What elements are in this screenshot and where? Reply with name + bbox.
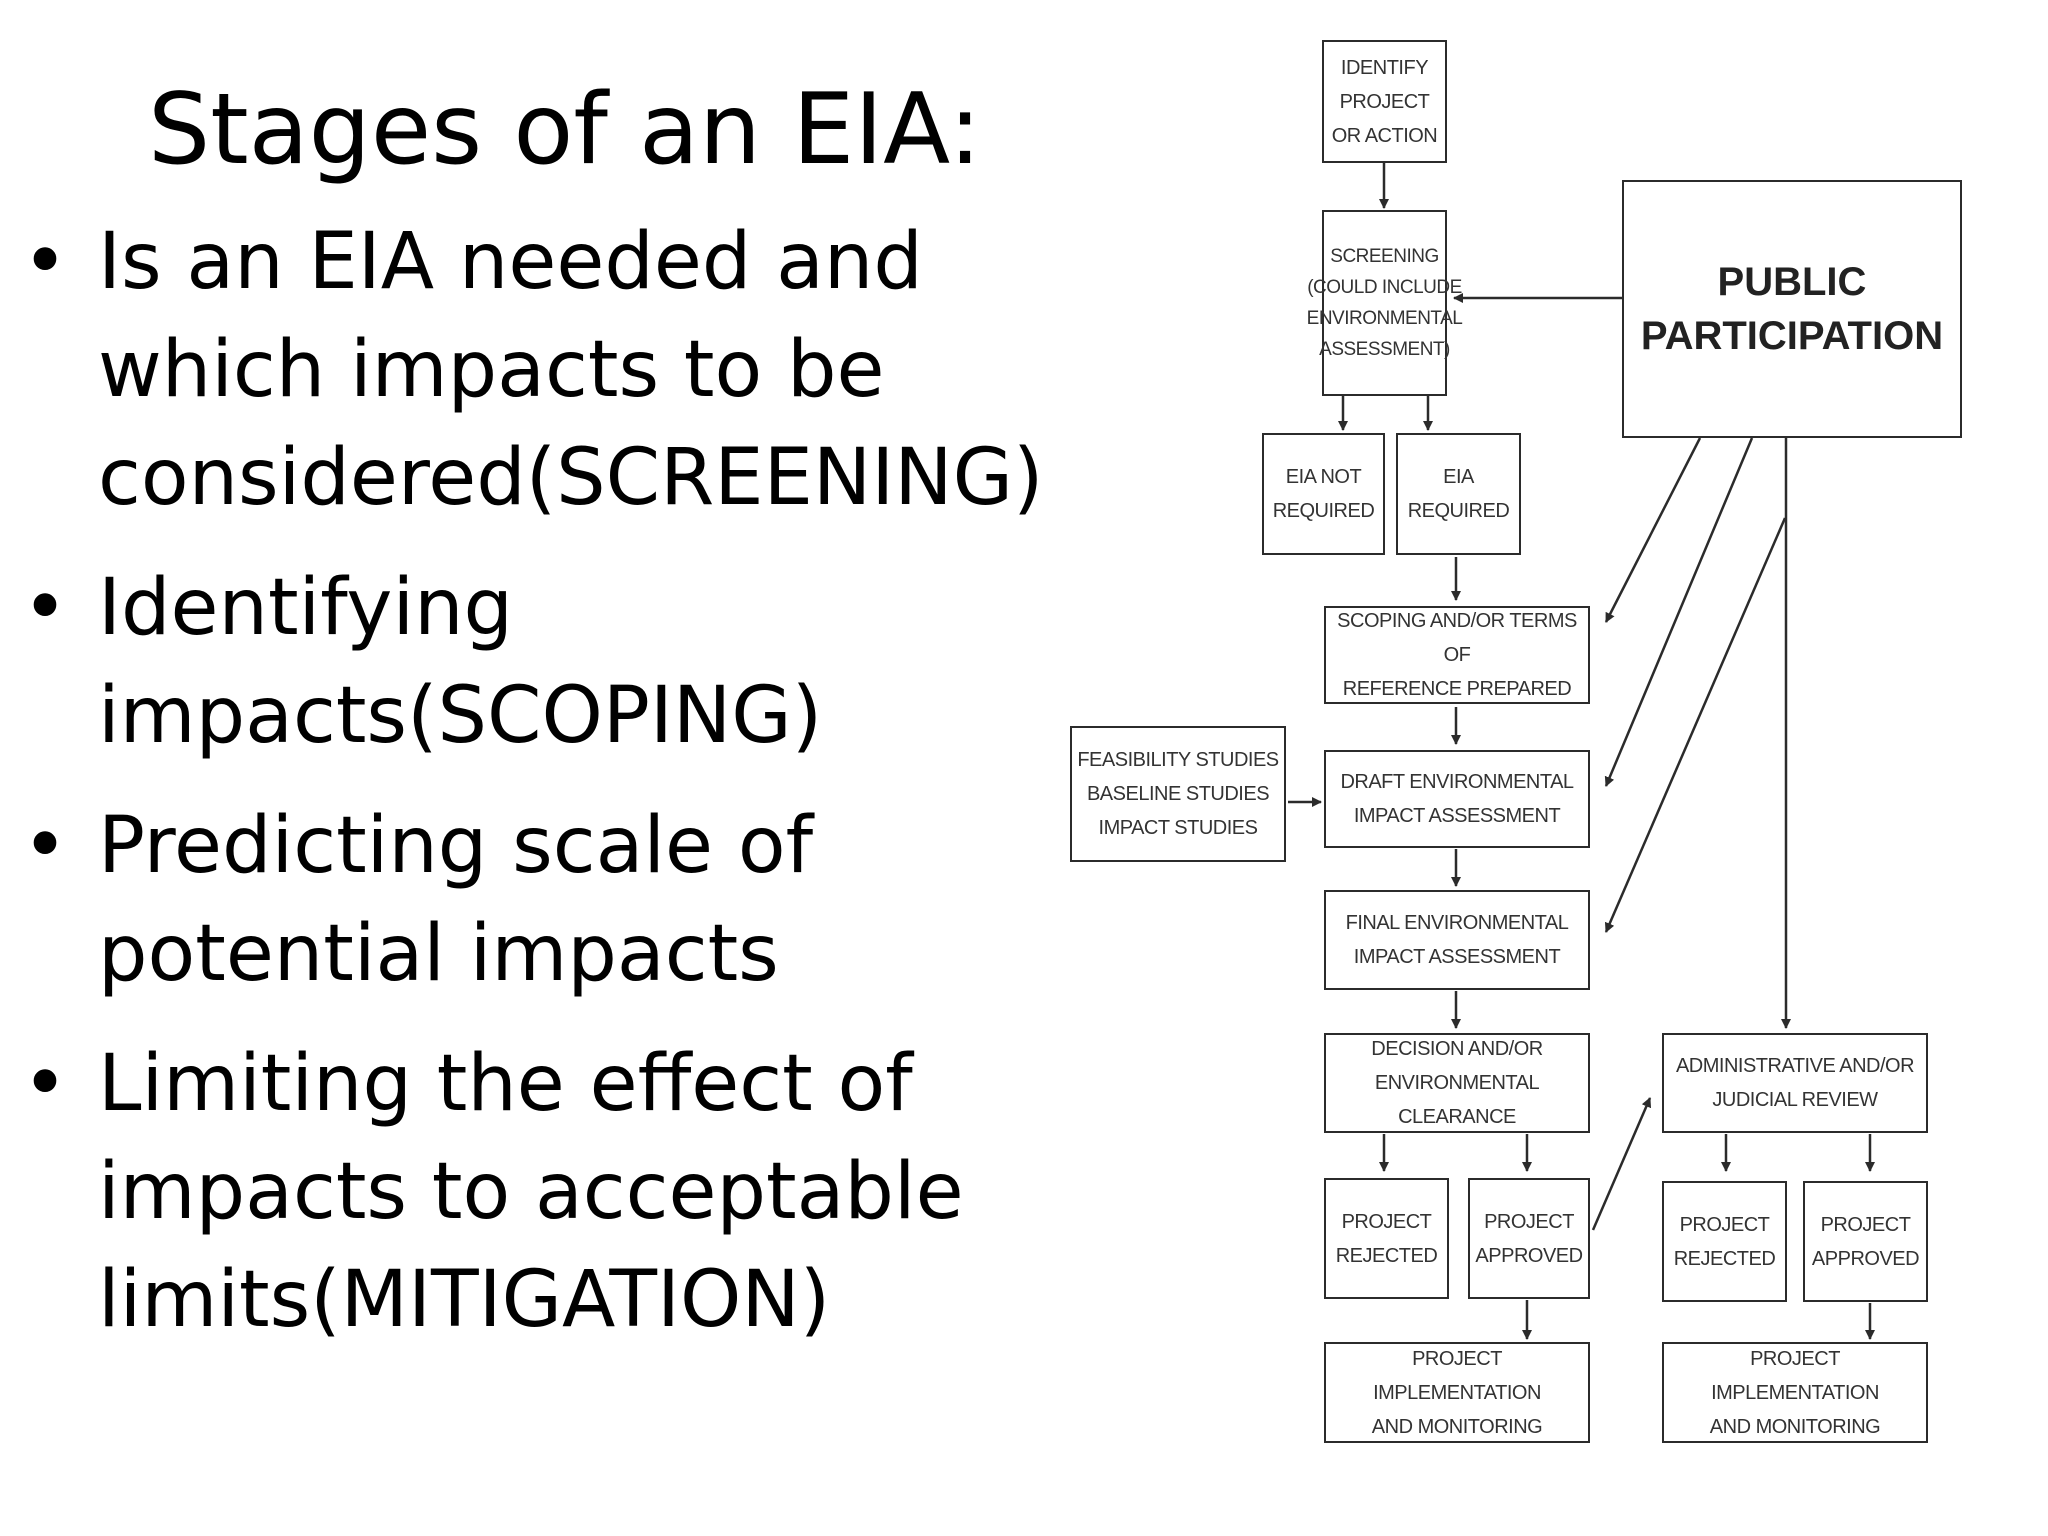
review-implementation-box: PROJECT IMPLEMENTATION AND MONITORING xyxy=(1662,1342,1928,1443)
bullet-line: Is an EIA needed and xyxy=(98,217,923,307)
review-project-rejected-box: PROJECT REJECTED xyxy=(1662,1181,1787,1302)
bullet-dot-icon: • xyxy=(22,1039,69,1129)
bullet-mitigation: • Limiting the effect of impacts to acce… xyxy=(0,1030,1040,1354)
project-approved-box: PROJECT APPROVED xyxy=(1468,1178,1590,1299)
bullet-line: Limiting the effect of xyxy=(98,1039,913,1129)
bullet-line: considered(SCREENING) xyxy=(98,433,1044,523)
implementation-box: PROJECT IMPLEMENTATION AND MONITORING xyxy=(1324,1342,1590,1443)
arrow-public-to-final xyxy=(1604,517,1787,933)
scoping-box: SCOPING AND/OR TERMS OF REFERENCE PREPAR… xyxy=(1324,606,1590,704)
bullet-dot-icon: • xyxy=(22,217,69,307)
eia-not-required-box: EIA NOT REQUIRED xyxy=(1262,433,1385,555)
review-box: ADMINISTRATIVE AND/OR JUDICIAL REVIEW xyxy=(1662,1033,1928,1133)
identify-project-box: IDENTIFY PROJECT OR ACTION xyxy=(1322,40,1447,163)
screening-box: SCREENING (could include environmental a… xyxy=(1307,210,1463,396)
public-participation-box: PUBLIC PARTICIPATION xyxy=(1622,180,1962,438)
draft-eia-box: DRAFT ENVIRONMENTAL IMPACT ASSESSMENT xyxy=(1324,750,1590,848)
arrow-approved-to-review xyxy=(1591,1097,1652,1231)
studies-box: FEASIBILITY STUDIES BASELINE STUDIES IMP… xyxy=(1070,726,1286,862)
bullet-line: Predicting scale of xyxy=(98,801,814,891)
final-eia-box: FINAL ENVIRONMENTAL IMPACT ASSESSMENT xyxy=(1324,890,1590,990)
bullet-line: impacts(SCOPING) xyxy=(98,671,823,761)
review-project-approved-box: PROJECT APPROVED xyxy=(1803,1181,1928,1302)
bullet-line: Identifying xyxy=(98,563,514,653)
bullet-line: which impacts to be xyxy=(98,325,885,415)
bullet-scoping: • Identifying impacts(SCOPING) xyxy=(0,554,1040,770)
slide-title: Stages of an EIA: xyxy=(148,73,982,187)
project-rejected-box: PROJECT REJECTED xyxy=(1324,1178,1449,1299)
arrow-public-to-draft xyxy=(1604,437,1754,787)
bullet-line: impacts to acceptable xyxy=(98,1147,964,1237)
bullet-line: potential impacts xyxy=(98,909,779,999)
bullet-predicting: • Predicting scale of potential impacts xyxy=(0,792,1040,1008)
bullet-dot-icon: • xyxy=(22,563,69,653)
arrow-public-to-scoping xyxy=(1604,437,1702,623)
bullet-screening: • Is an EIA needed and which impacts to … xyxy=(0,208,1044,532)
eia-required-box: EIA REQUIRED xyxy=(1396,433,1521,555)
decision-box: DECISION AND/OR ENVIRONMENTAL CLEARANCE xyxy=(1324,1033,1590,1133)
bullet-list: • Is an EIA needed and which impacts to … xyxy=(0,208,1044,1376)
bullet-dot-icon: • xyxy=(22,801,69,891)
bullet-line: limits(MITIGATION) xyxy=(98,1255,831,1345)
